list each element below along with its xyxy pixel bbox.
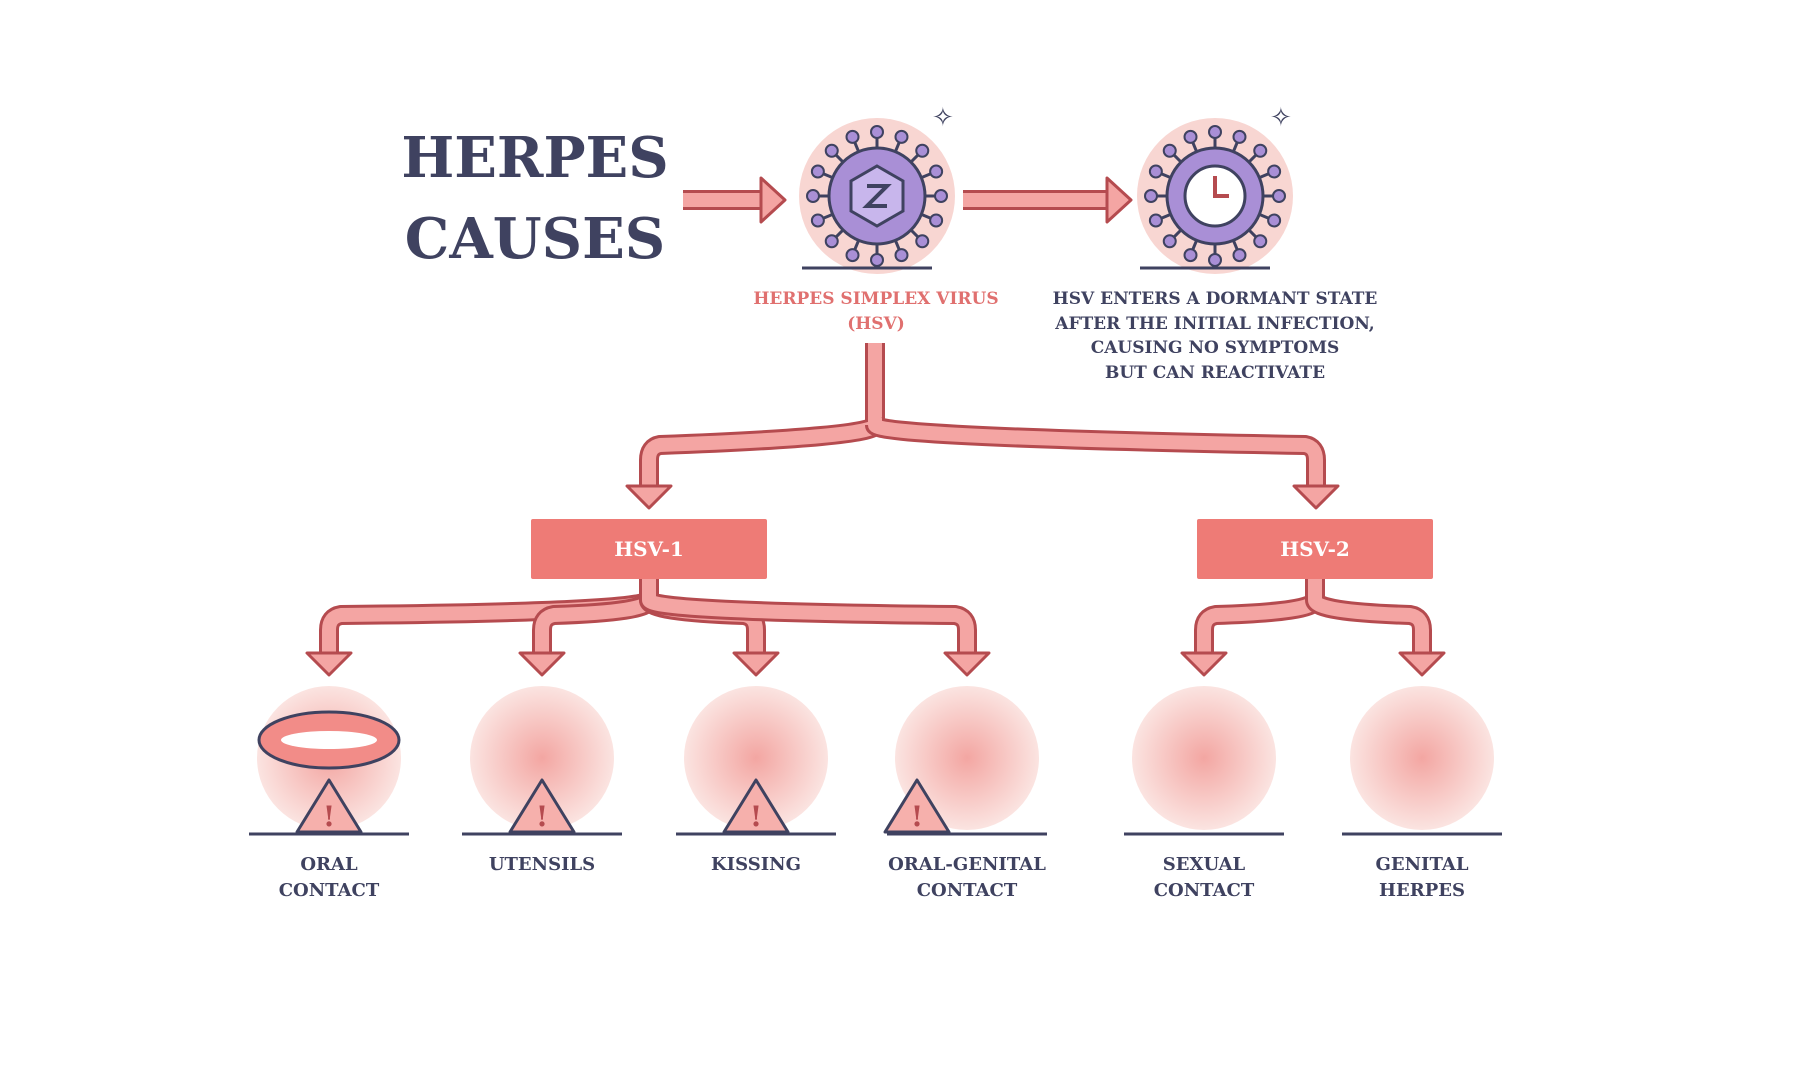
svg-text:!: ! — [750, 800, 762, 833]
utensils-icon: ! — [462, 686, 622, 836]
cause-label-line1: UTENSILS — [489, 854, 595, 875]
lips-icon: ! — [249, 686, 409, 836]
arrow-head — [625, 484, 673, 510]
cause-label-line2: HERPES — [1379, 880, 1465, 901]
dormant-virus-clock-icon: ✧ — [1137, 103, 1293, 274]
virus-label-line1: HERPES SIMPLEX VIRUS — [753, 289, 998, 309]
cause-label-line2: CONTACT — [279, 880, 380, 901]
hsv1-box: HSV-1 — [531, 519, 767, 579]
dormant-line: BUT CAN REACTIVATE — [1105, 363, 1325, 383]
hsv2-box: HSV-2 — [1197, 519, 1433, 579]
dormant-line: CAUSING NO SYMPTOMS — [1091, 338, 1340, 358]
arrow-head — [1180, 651, 1228, 677]
dormant-line: HSV ENTERS A DORMANT STATE — [1053, 289, 1378, 309]
arrow-head — [518, 651, 566, 677]
title-line1: HERPES — [401, 125, 668, 191]
kissing-icon: ! — [676, 686, 836, 836]
warning-icon: ! — [295, 778, 363, 834]
cause-label-line1: ORAL-GENITAL — [888, 854, 1046, 875]
cause-label-line1: ORAL — [300, 854, 358, 875]
cause-utensils: ! UTENSILS — [462, 686, 622, 875]
virus-icon: ✧ — [799, 103, 955, 274]
arrow-head — [1105, 176, 1133, 224]
cause-label-line2: CONTACT — [917, 880, 1018, 901]
arrow-head — [759, 176, 787, 224]
flow-arrows — [305, 176, 1446, 677]
hsv1-label: HSV-1 — [614, 537, 684, 561]
arrow-head — [732, 651, 780, 677]
cause-sexual: SEXUAL CONTACT — [1124, 686, 1284, 901]
arrow-head — [1292, 484, 1340, 510]
svg-text:!: ! — [323, 800, 335, 833]
dormant-line: AFTER THE INITIAL INFECTION, — [1054, 314, 1374, 334]
virus-label-line2: (HSV) — [847, 314, 905, 334]
svg-text:!: ! — [536, 800, 548, 833]
cause-label-line1: SEXUAL — [1163, 854, 1246, 875]
svg-text:!: ! — [911, 800, 923, 833]
svg-text:✧: ✧ — [1270, 103, 1292, 133]
cause-kissing: ! KISSING — [676, 686, 836, 875]
cause-genital: GENITAL HERPES — [1342, 686, 1502, 901]
genital-pain-icon — [1342, 686, 1502, 836]
cause-label-line2: CONTACT — [1154, 880, 1255, 901]
cause-label-line1: KISSING — [711, 854, 801, 875]
arrow-head — [305, 651, 353, 677]
warning-icon: ! — [883, 778, 951, 834]
warning-icon: ! — [508, 778, 576, 834]
arrow-head — [943, 651, 991, 677]
cause-oral: ! ORAL CONTACT — [249, 686, 409, 901]
arrow-shaft — [639, 343, 885, 486]
hsv2-label: HSV-2 — [1280, 537, 1350, 561]
warning-icon: ! — [722, 778, 790, 834]
cause-label-line1: GENITAL — [1376, 854, 1469, 875]
cause-oral-genital: ! ORAL-GENITAL CONTACT — [883, 686, 1047, 901]
title-line2: CAUSES — [405, 206, 665, 272]
couple-bed-icon — [1124, 686, 1284, 836]
arrow-head — [1398, 651, 1446, 677]
oral-genital-icon: ! — [883, 686, 1047, 836]
svg-text:✧: ✧ — [932, 103, 954, 133]
